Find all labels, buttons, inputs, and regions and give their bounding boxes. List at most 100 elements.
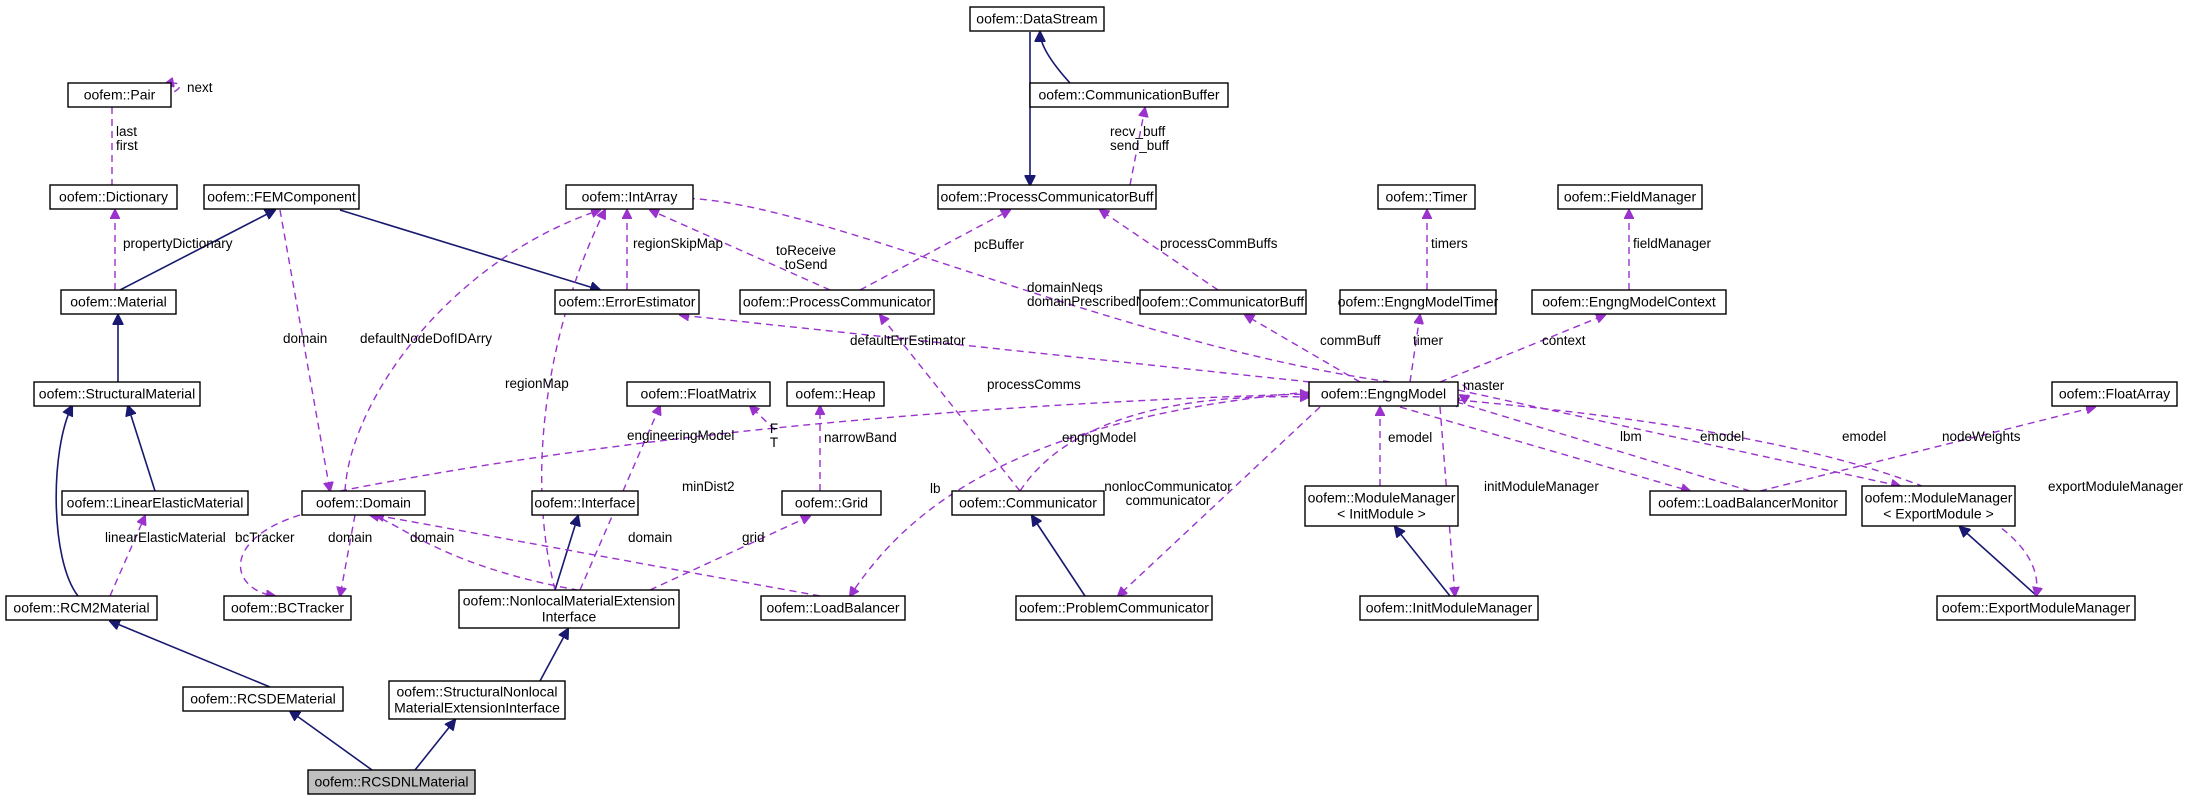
class-node-label: oofem::Heap xyxy=(795,386,875,402)
inheritance-edge xyxy=(1040,32,1071,84)
edge-label: exportModuleManager xyxy=(2048,479,2184,494)
class-node-intarray[interactable]: oofem::IntArray xyxy=(565,184,694,210)
class-node-floatmatrix[interactable]: oofem::FloatMatrix xyxy=(626,381,771,407)
class-node-domain[interactable]: oofem::Domain xyxy=(301,490,426,516)
class-node-box xyxy=(1308,381,1459,407)
class-node-mm_export[interactable]: oofem::ModuleManager< ExportModule > xyxy=(1861,485,2016,527)
class-node-label: oofem::LinearElasticMaterial xyxy=(67,495,244,511)
class-node-floatarray[interactable]: oofem::FloatArray xyxy=(2051,381,2178,407)
class-node-heap[interactable]: oofem::Heap xyxy=(786,381,885,407)
class-node-structnonlocal[interactable]: oofem::StructuralNonlocalMaterialExtensi… xyxy=(388,680,566,720)
class-node-box xyxy=(458,589,680,629)
class-node-pair[interactable]: oofem::Pair xyxy=(67,82,172,108)
class-node-box xyxy=(1531,289,1727,315)
class-node-label: oofem::Domain xyxy=(316,495,411,511)
class-node-timer[interactable]: oofem::Timer xyxy=(1377,184,1476,210)
class-node-box xyxy=(203,184,360,210)
class-node-label: oofem::Pair xyxy=(84,87,156,103)
class-node-rcm2[interactable]: oofem::RCM2Material xyxy=(5,595,158,621)
class-node-communicator[interactable]: oofem::Communicator xyxy=(951,490,1105,516)
edge-label: emodel xyxy=(1700,429,1744,444)
class-node-datastream[interactable]: oofem::DataStream xyxy=(969,6,1105,32)
edge-label: processComms xyxy=(987,377,1081,392)
inheritance-edge xyxy=(55,406,79,597)
class-node-initmm[interactable]: oofem::InitModuleManager xyxy=(1359,595,1539,621)
inheritance-edge xyxy=(1960,527,2038,597)
class-node-bctracker[interactable]: oofem::BCTracker xyxy=(223,595,352,621)
class-node-box xyxy=(388,680,566,720)
class-node-dictionary[interactable]: oofem::Dictionary xyxy=(49,184,178,210)
class-node-label: oofem::RCSDEMaterial xyxy=(190,691,336,707)
usage-edge xyxy=(239,514,301,596)
class-node-label: oofem::Material xyxy=(70,294,166,310)
usage-edge xyxy=(880,315,1021,492)
inheritance-edge xyxy=(1032,516,1086,597)
class-node-errorestimator[interactable]: oofem::ErrorEstimator xyxy=(554,289,700,315)
class-node-proccomm[interactable]: oofem::ProcessCommunicator xyxy=(739,289,935,315)
class-node-structmaterial[interactable]: oofem::StructuralMaterial xyxy=(33,381,201,407)
edge-label: nonlocCommunicator xyxy=(1104,479,1232,494)
class-node-mm_init[interactable]: oofem::ModuleManager< InitModule > xyxy=(1304,485,1459,527)
class-node-communicatorbuff[interactable]: oofem::CommunicatorBuff xyxy=(1139,289,1307,315)
class-node-grid[interactable]: oofem::Grid xyxy=(781,490,882,516)
edge-label: F xyxy=(770,421,778,436)
inheritance-edge xyxy=(1395,527,1451,597)
class-node-rcsde[interactable]: oofem::RCSDEMaterial xyxy=(182,686,344,712)
class-node-linelastic[interactable]: oofem::LinearElasticMaterial xyxy=(61,490,249,516)
usage-edge xyxy=(850,391,1310,596)
class-node-proccommbuff[interactable]: oofem::ProcessCommunicatorBuff xyxy=(937,184,1157,210)
edge-label: domain xyxy=(283,331,327,346)
class-node-label: oofem::Grid xyxy=(795,495,868,511)
edge-label: nodeWeights xyxy=(1942,429,2021,444)
edge-label: regionMap xyxy=(505,376,569,391)
class-node-label: oofem::ProcessCommunicator xyxy=(743,294,932,310)
class-node-interface[interactable]: oofem::Interface xyxy=(531,490,639,516)
usage-edge xyxy=(541,210,605,591)
edge-label: emodel xyxy=(1388,430,1432,445)
class-node-label: oofem::ModuleManager xyxy=(1308,490,1456,506)
edge-label: timers xyxy=(1431,236,1468,251)
inheritance-edge xyxy=(414,720,455,771)
edge-label: engngModel xyxy=(1062,430,1136,445)
class-node-box xyxy=(565,184,694,210)
class-node-label: oofem::FEMComponent xyxy=(207,189,356,205)
usage-edge xyxy=(1245,315,1361,383)
class-node-material[interactable]: oofem::Material xyxy=(60,289,177,315)
class-node-label: MaterialExtensionInterface xyxy=(394,700,560,716)
usage-edge xyxy=(1019,397,1309,492)
class-node-fieldmanager[interactable]: oofem::FieldManager xyxy=(1557,184,1703,210)
class-node-lbmonitor[interactable]: oofem::LoadBalancerMonitor xyxy=(1649,490,1847,516)
class-node-loadbalancer[interactable]: oofem::LoadBalancer xyxy=(760,595,906,621)
edge-label: communicator xyxy=(1126,493,1211,508)
edge-label: domainPrescribedNeqs xyxy=(1027,294,1168,309)
class-node-engngmodelcontext[interactable]: oofem::EngngModelContext xyxy=(1531,289,1727,315)
class-node-problemcomm[interactable]: oofem::ProblemCommunicator xyxy=(1015,595,1213,621)
edge-label: grid xyxy=(742,530,765,545)
usage-edge xyxy=(1450,400,1751,492)
class-node-commbuffer[interactable]: oofem::CommunicationBuffer xyxy=(1029,82,1229,108)
class-node-exportmm[interactable]: oofem::ExportModuleManager xyxy=(1936,595,2136,621)
class-node-box xyxy=(5,595,158,621)
class-node-engngmodel[interactable]: oofem::EngngModel xyxy=(1308,381,1459,407)
class-node-label: < ExportModule > xyxy=(1883,506,1994,522)
class-node-box xyxy=(1015,595,1213,621)
class-node-label: oofem::ExportModuleManager xyxy=(1942,600,2131,616)
class-node-box xyxy=(1339,289,1497,315)
class-node-box xyxy=(307,769,476,795)
class-node-label: oofem::Interface xyxy=(534,495,635,511)
class-node-box xyxy=(67,82,172,108)
class-node-label: oofem::CommunicatorBuff xyxy=(1142,294,1304,310)
class-node-nonlocalif[interactable]: oofem::NonlocalMaterialExtensionInterfac… xyxy=(458,589,680,629)
class-node-label: oofem::FloatArray xyxy=(2059,386,2170,402)
class-node-label: oofem::Communicator xyxy=(959,495,1097,511)
class-node-engngmodeltimer[interactable]: oofem::EngngModelTimer xyxy=(1338,289,1499,315)
class-node-box xyxy=(1304,485,1459,527)
edge-label: defaultErrEstimator xyxy=(850,333,966,348)
class-node-rcsdnl[interactable]: oofem::RCSDNLMaterial xyxy=(307,769,476,795)
usage-edge xyxy=(279,209,330,491)
edge-label: timer xyxy=(1413,333,1444,348)
edge-label: domain xyxy=(410,530,454,545)
edge-label: lb xyxy=(930,481,941,496)
class-node-femcomponent[interactable]: oofem::FEMComponent xyxy=(203,184,360,210)
